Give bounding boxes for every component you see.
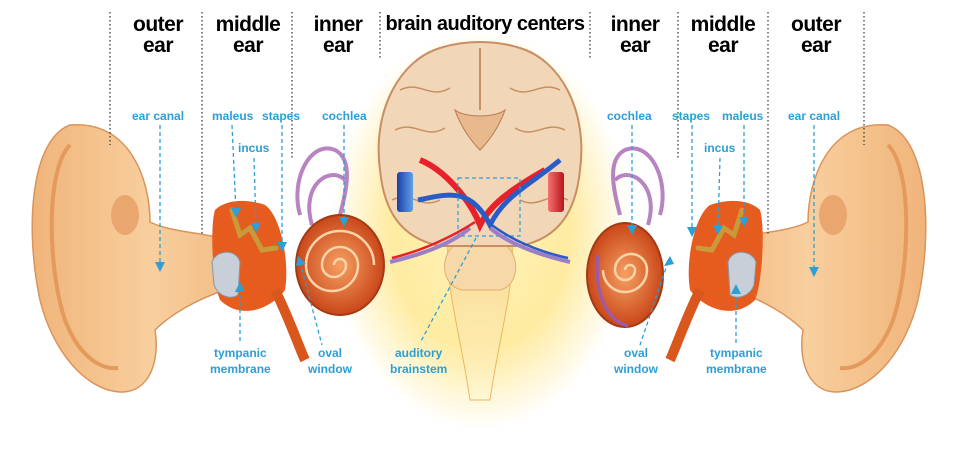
brainstem-lobe [445, 245, 516, 290]
header-line: brain auditory centers [380, 14, 590, 35]
header-line: ear [205, 35, 291, 56]
label-line: tympanic [210, 345, 271, 361]
header-line: ear [680, 35, 766, 56]
header-line: outer [118, 14, 198, 35]
header-middle-ear-left: middle ear [205, 14, 291, 56]
header-line: ear [298, 35, 378, 56]
label-incus-left: incus [238, 140, 269, 156]
label-line: oval [308, 345, 352, 361]
label-oval-window-left: oval window [308, 345, 352, 377]
header-middle-ear-right: middle ear [680, 14, 766, 56]
label-maleus-right: maleus [722, 108, 763, 124]
header-brain-auditory-centers: brain auditory centers [380, 14, 590, 35]
auditory-cortex-red-right [548, 172, 564, 212]
left-eustachian [275, 290, 305, 360]
label-ear-canal-left: ear canal [132, 108, 184, 124]
label-ear-canal-right: ear canal [788, 108, 840, 124]
label-line: window [308, 361, 352, 377]
header-outer-ear-right: outer ear [772, 14, 860, 56]
label-line: window [614, 361, 658, 377]
header-line: middle [205, 14, 291, 35]
label-auditory-brainstem: auditory brainstem [390, 345, 447, 377]
header-line: inner [594, 14, 676, 35]
label-line: auditory [390, 345, 447, 361]
header-line: ear [594, 35, 676, 56]
label-maleus-left: maleus [212, 108, 253, 124]
header-line: ear [118, 35, 198, 56]
right-ear-concha [819, 195, 847, 235]
label-stapes-right: stapes [672, 108, 710, 124]
left-ear-concha [111, 195, 139, 235]
label-line: brainstem [390, 361, 447, 377]
label-tympanic-membrane-left: tympanic membrane [210, 345, 271, 377]
left-outer-ear [32, 125, 230, 392]
label-oval-window-right: oval window [614, 345, 658, 377]
label-cochlea-left: cochlea [322, 108, 367, 124]
label-cochlea-right: cochlea [607, 108, 652, 124]
right-eustachian [670, 290, 700, 360]
header-inner-ear-right: inner ear [594, 14, 676, 56]
label-tympanic-membrane-right: tympanic membrane [706, 345, 767, 377]
header-inner-ear-left: inner ear [298, 14, 378, 56]
header-line: middle [680, 14, 766, 35]
header-line: inner [298, 14, 378, 35]
label-incus-right: incus [704, 140, 735, 156]
label-line: membrane [706, 361, 767, 377]
label-stapes-left: stapes [262, 108, 300, 124]
label-line: oval [614, 345, 658, 361]
auditory-cortex-blue-left [397, 172, 413, 212]
header-line: outer [772, 14, 860, 35]
header-outer-ear-left: outer ear [118, 14, 198, 56]
label-line: tympanic [706, 345, 767, 361]
label-line: membrane [210, 361, 271, 377]
header-line: ear [772, 35, 860, 56]
